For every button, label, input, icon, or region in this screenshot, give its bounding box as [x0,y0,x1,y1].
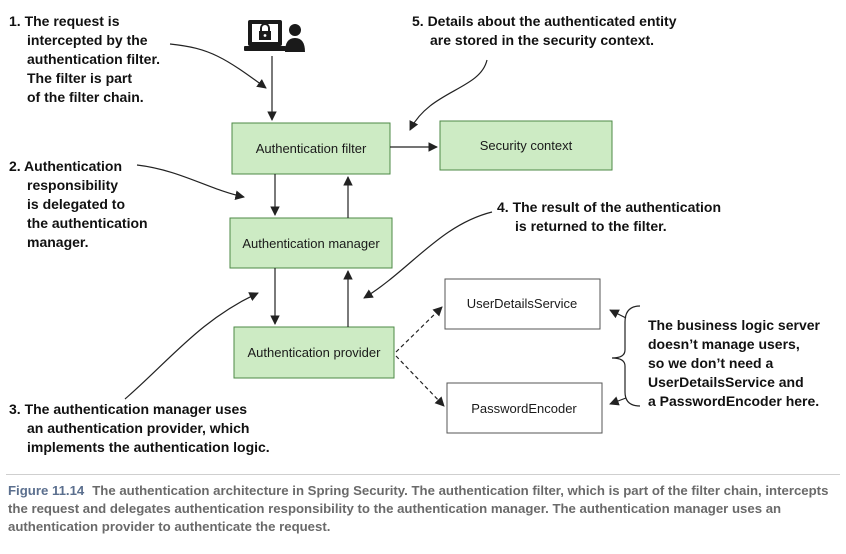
callout-curve-1 [169,43,267,89]
figure-label: Figure 11.14 [8,483,85,498]
note-4-line: is returned to the filter. [515,218,667,234]
note-1-line: of the filter chain. [27,89,144,105]
note-5-line: are stored in the security context. [430,32,654,48]
note-1-line: authentication filter. [27,51,160,67]
callout-curve-2 [136,164,245,200]
note-3: 3. The authentication manager uses an au… [9,401,270,455]
note-1-line: The filter is part [27,70,132,86]
password-encoder-label: PasswordEncoder [471,401,577,416]
brace-arrow-top [609,309,627,319]
caption-divider [6,474,840,475]
note-3-line: an authentication provider, which [27,420,249,436]
note-1-line: 1. The request is [9,13,120,29]
side-note-line: UserDetailsService and [648,374,804,390]
note-4: 4. The result of the authentication is r… [497,199,721,234]
note-1: 1. The request is intercepted by the aut… [9,13,160,105]
note-2-line: responsibility [27,177,118,193]
note-2-line: is delegated to [27,196,125,212]
authentication-manager-box [229,217,393,269]
side-note: The business logic server doesn’t manage… [648,317,821,409]
side-note-line: so we don’t need a [648,355,773,371]
note-5-line: 5. Details about the authenticated entit… [412,13,677,29]
note-5: 5. Details about the authenticated entit… [412,13,677,48]
side-note-line: a PasswordEncoder here. [648,393,819,409]
side-note-line: doesn’t manage users, [648,336,800,352]
note-3-line: implements the authentication logic. [27,439,270,455]
note-1-line: intercepted by the [27,32,148,48]
user-details-service-box [444,278,601,330]
note-2-line: the authentication [27,215,148,231]
brace-arrow-bottom [609,396,627,406]
authentication-provider-box [233,326,395,379]
security-context-label: Security context [480,138,573,153]
note-2-line: 2. Authentication [9,158,122,174]
authentication-filter-label: Authentication filter [256,141,367,156]
note-2-line: manager. [27,234,88,250]
dashed-arrow-to-password-encoder [395,355,445,407]
user-with-laptop-lock-icon [244,20,305,52]
callout-curve-4 [363,211,493,299]
figure-caption-text: The authentication architecture in Sprin… [8,483,829,534]
note-2: 2. Authentication responsibility is dele… [9,158,148,250]
callout-curve-5 [409,59,488,131]
note-3-line: 3. The authentication manager uses [9,401,247,417]
user-details-service-label: UserDetailsService [467,296,578,311]
note-4-line: 4. The result of the authentication [497,199,721,215]
authentication-manager-label: Authentication manager [242,236,380,251]
password-encoder-box [446,382,603,434]
authentication-filter-box [231,122,391,175]
callout-curve-3 [124,292,259,400]
authentication-provider-label: Authentication provider [248,345,382,360]
side-note-line: The business logic server [648,317,821,333]
dashed-arrow-to-user-details-service [395,306,443,353]
security-context-box [439,120,613,171]
brace [611,305,641,407]
